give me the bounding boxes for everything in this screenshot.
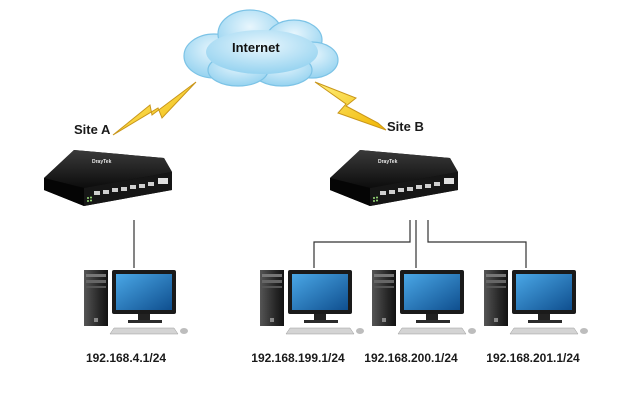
pc-site-b-1-icon [259, 269, 365, 335]
pc-site-b-2-icon [371, 269, 477, 335]
site-b-label: Site B [387, 119, 424, 134]
ip-label-site-b-2: 192.168.200.1/24 [364, 351, 458, 365]
pc-site-b-3-icon [483, 269, 589, 335]
pc-site-a-icon [83, 269, 189, 335]
lightning-bolt-site-a [112, 81, 197, 136]
ip-label-site-b-1: 192.168.199.1/24 [251, 351, 345, 365]
internet-label: Internet [232, 40, 280, 55]
router-site-a-brand: DrayTek [92, 159, 112, 165]
site-a-label: Site A [74, 122, 111, 137]
ip-label-site-b-3: 192.168.201.1/24 [486, 351, 580, 365]
cable-site-b [313, 220, 527, 268]
lightning-bolt-site-b [314, 81, 387, 131]
router-site-b-brand: DrayTek [378, 159, 398, 165]
ip-label-site-a: 192.168.4.1/24 [85, 351, 167, 365]
